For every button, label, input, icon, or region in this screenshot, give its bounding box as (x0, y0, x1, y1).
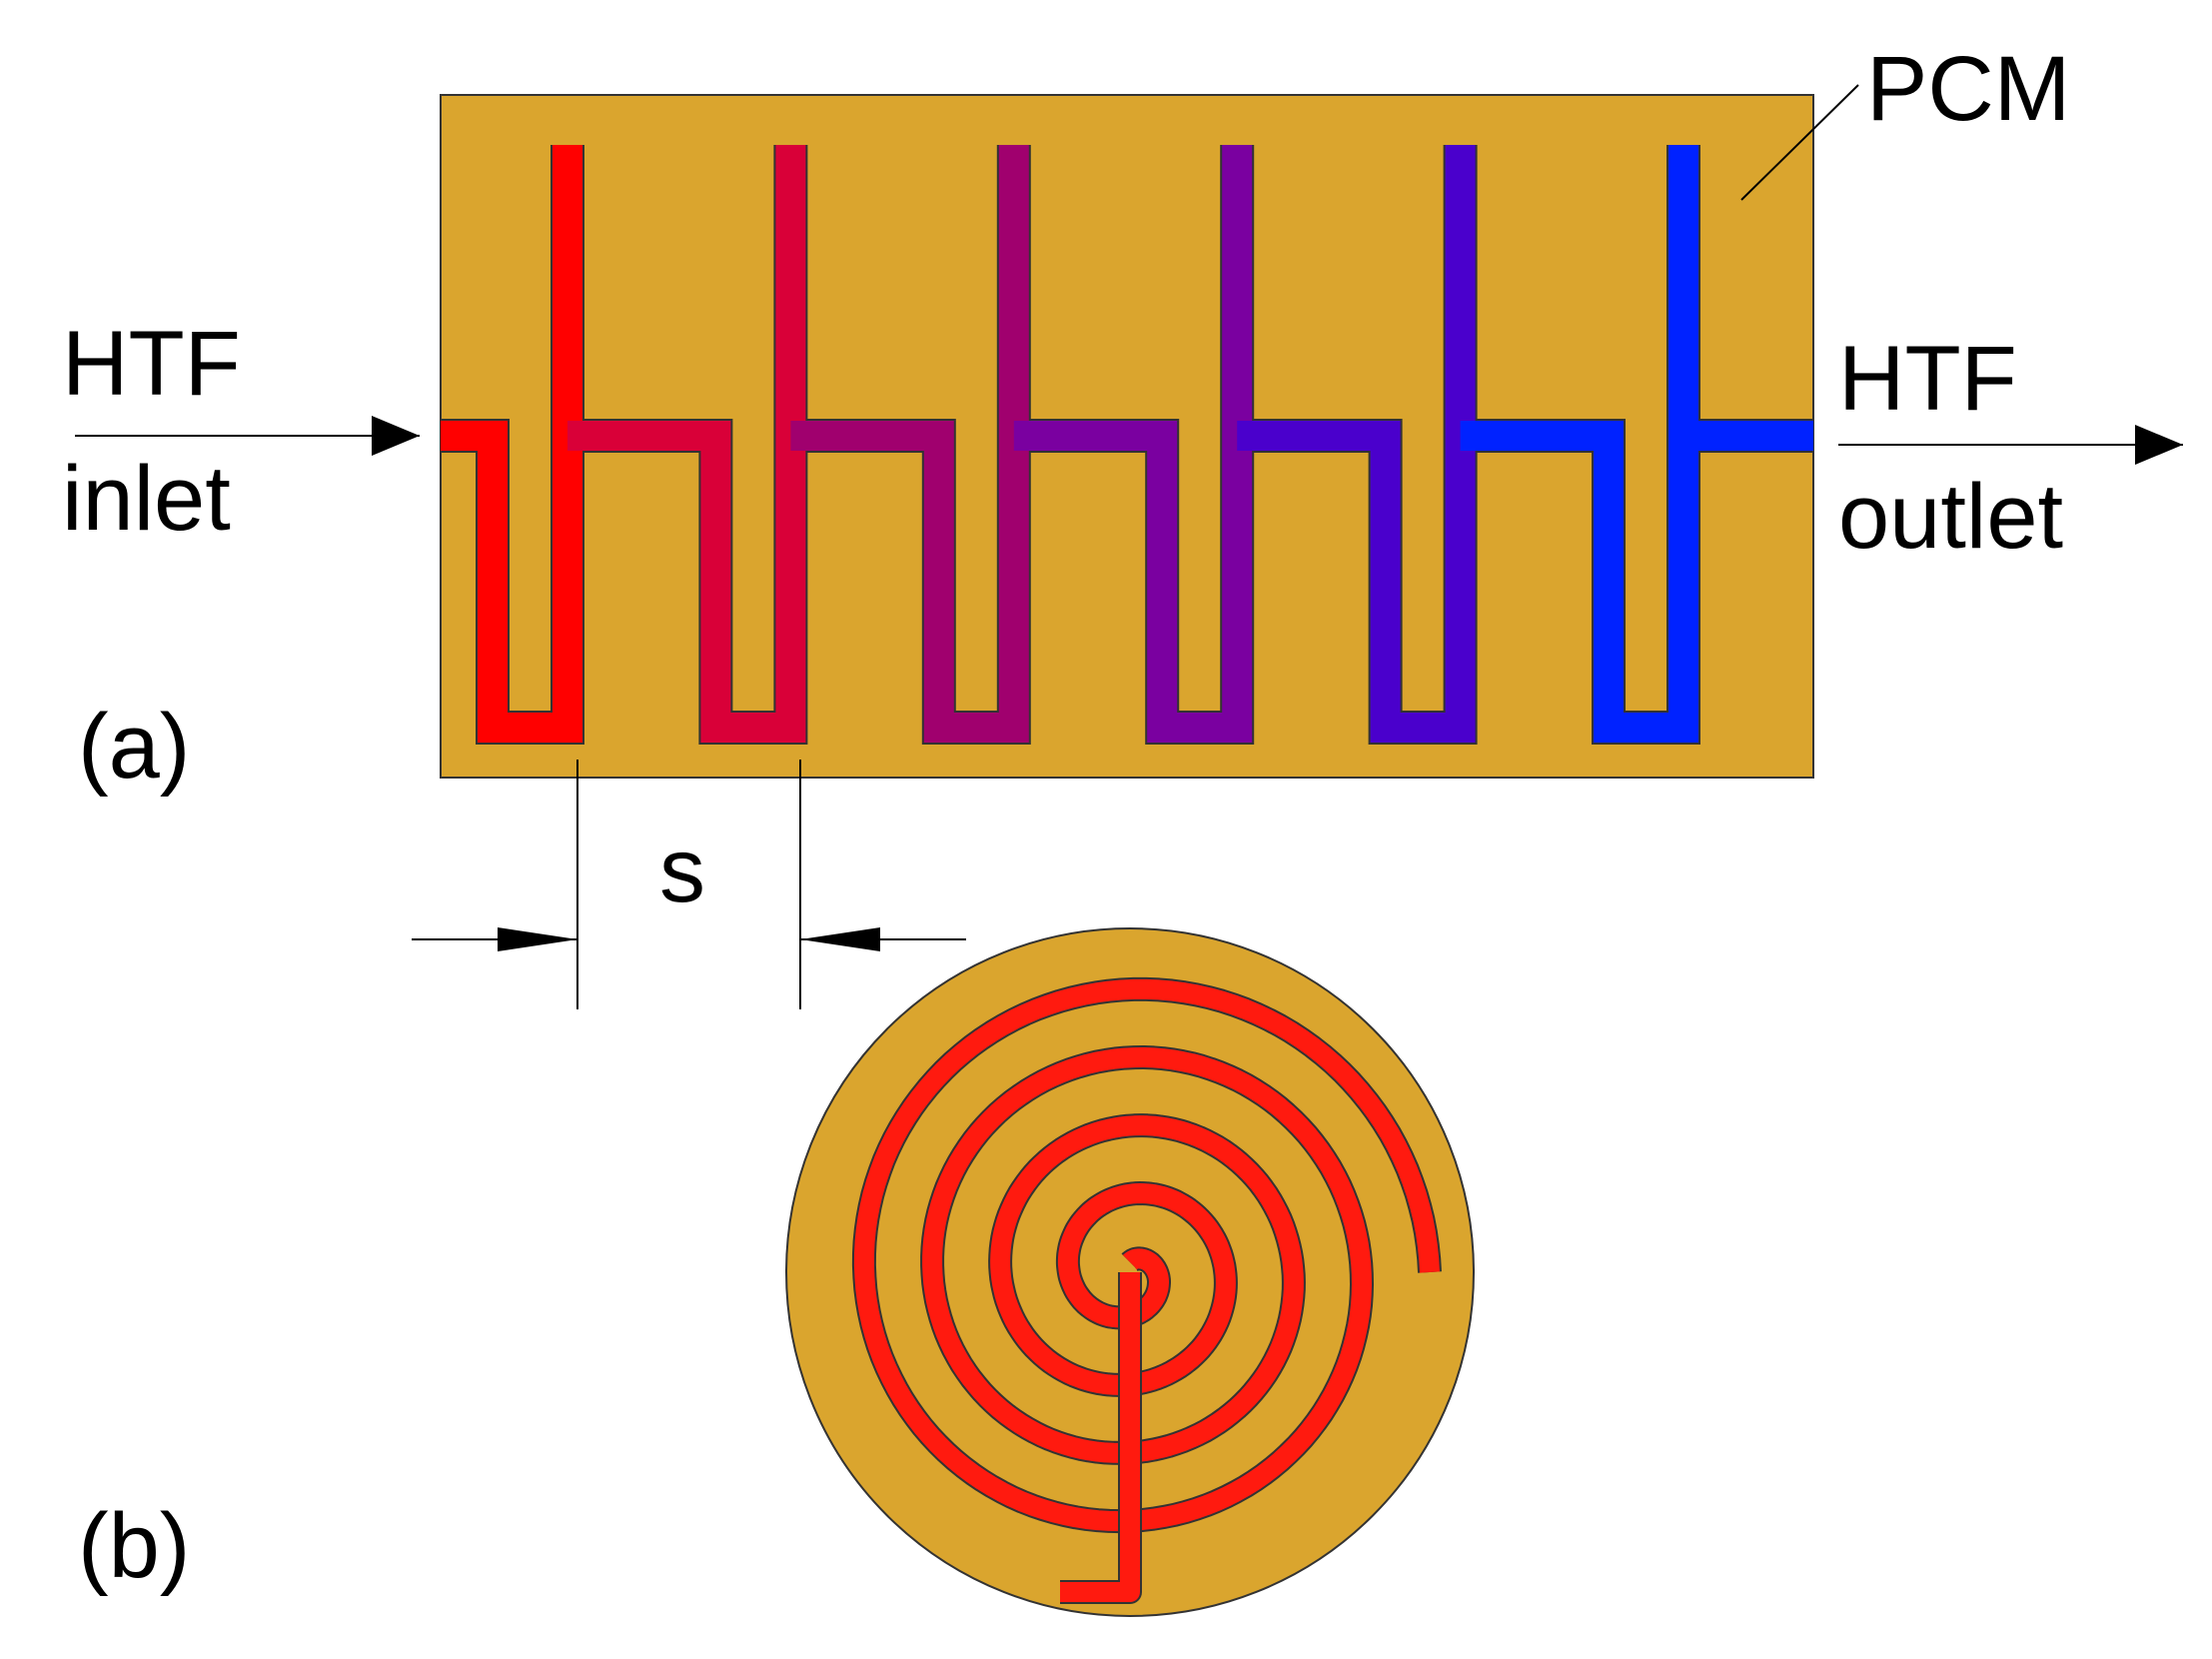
tube-segment-2 (567, 145, 806, 743)
inlet-label-line2: inlet (62, 448, 231, 550)
inlet-label-line1: HTF (62, 313, 241, 415)
outlet-label-line2: outlet (1838, 466, 2063, 568)
tube-segment-5 (1237, 145, 1476, 743)
tube-segment-6 (1460, 145, 1698, 743)
inlet-arrowhead (372, 416, 420, 456)
pcm-label: PCM (1866, 38, 2070, 140)
dimension-arrowhead-right (800, 927, 880, 951)
outlet-label-line1: HTF (1838, 328, 2017, 430)
panel-a-label: (a) (78, 696, 190, 798)
spiral-inlet-stem (1060, 1272, 1140, 1602)
tube-segment-4 (1013, 145, 1253, 743)
tube-segment-3 (790, 145, 1029, 743)
spiral-tube-group (851, 976, 1442, 1604)
panel-b-label: (b) (78, 1495, 190, 1597)
panel-b: (b) (78, 927, 1475, 1617)
serpentine-tube-group (441, 145, 1813, 745)
tube-segment-1 (441, 145, 582, 743)
spiral-tube (853, 978, 1440, 1532)
dimension-arrowhead-left (498, 927, 577, 951)
spacing-label: s (659, 820, 705, 921)
panel-a: PCM HTF inlet HTF outlet (a) s (62, 38, 2183, 1009)
pcm-leader-line (1740, 84, 1859, 201)
outlet-arrowhead (2135, 425, 2183, 465)
